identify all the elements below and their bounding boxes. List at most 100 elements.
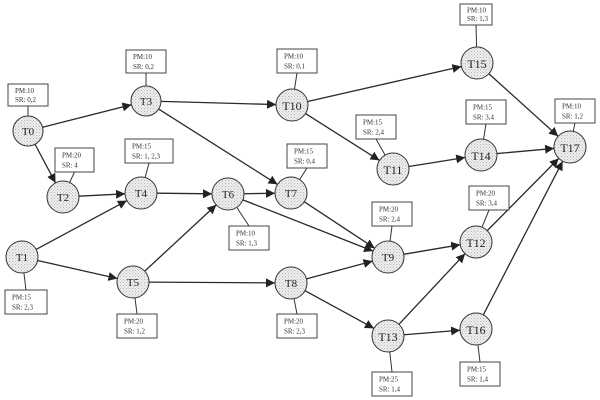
t16-annotation-frame: [459, 361, 501, 387]
edge-t0-to-t3: [42, 102, 132, 128]
t0-label: T0: [22, 126, 35, 138]
t7-annotation-frame: [286, 143, 328, 169]
t16-pm-value: PM:15: [467, 366, 487, 374]
task-node-t7[interactable]: T7: [274, 176, 308, 210]
t12-annotation-leader: [481, 209, 490, 228]
edge-t4-to-t6: [156, 189, 213, 199]
task-node-t17[interactable]: T17: [553, 130, 587, 164]
edge-t11-to-t14: [408, 154, 466, 168]
t5-annotation-frame: [116, 313, 158, 339]
t8-circle: [274, 266, 308, 300]
t10-sr-value: SR: 0,1: [284, 63, 306, 71]
t10-pm-value: PM:10: [284, 53, 304, 61]
t8-annotation-leader: [293, 298, 298, 315]
t2-annotation-leader: [69, 171, 75, 183]
task-node-t6[interactable]: T6: [211, 177, 245, 211]
t11-pm-value: PM:15: [363, 119, 383, 127]
edge-t8-to-t9: [306, 259, 373, 280]
t6-circle: [211, 177, 245, 211]
t11-circle: [376, 152, 410, 186]
t17-annotation-frame: [554, 98, 596, 124]
t6-annotation-frame: [228, 225, 270, 251]
edge-t12-to-t17: [486, 157, 560, 232]
t1-label: T1: [16, 252, 28, 264]
t11-sr-value: SR: 2,4: [363, 129, 385, 137]
t3-circle: [130, 85, 162, 117]
t5-pm-value: PM:20: [124, 318, 144, 326]
t1-circle: [5, 240, 39, 274]
edge-t6-to-t9: [242, 199, 374, 253]
task-node-t11[interactable]: T11: [376, 152, 410, 186]
task-node-t15[interactable]: T15: [460, 46, 494, 80]
t2-annotation-frame: [54, 147, 95, 173]
t9-annotation-leader: [389, 225, 393, 242]
t6-annotation-leader: [236, 207, 250, 227]
t3-sr-value: SR: 0,2: [133, 63, 155, 71]
t10-label: T10: [282, 99, 301, 113]
t1-pm-value: PM:15: [12, 294, 32, 302]
t4-annotation-frame: [124, 138, 174, 164]
task-node-t4[interactable]: T4: [124, 176, 158, 210]
task-node-t16[interactable]: T16: [459, 312, 493, 346]
t14-label: T14: [471, 149, 490, 163]
edge-t15-to-t17: [488, 73, 559, 137]
t6-pm-value: PM:10: [236, 230, 256, 238]
t12-annotation-frame: [468, 185, 510, 211]
task-node-t12[interactable]: T12: [459, 225, 493, 259]
t13-annotation-frame: [371, 371, 413, 397]
t7-pm-value: PM:15: [294, 148, 314, 156]
t8-sr-value: SR: 2,3: [284, 328, 306, 336]
t17-label: T17: [560, 141, 579, 155]
t3-annotation-frame: [125, 49, 167, 74]
task-node-t10[interactable]: T10: [275, 88, 309, 122]
edges-layer: [34, 64, 564, 336]
edge-t10-to-t11: [305, 113, 380, 161]
t4-pm-value: PM:15: [132, 143, 152, 151]
edge-t1-to-t4: [35, 200, 128, 250]
edge-t16-to-t17: [482, 160, 564, 316]
task-node-t9[interactable]: T9: [371, 240, 405, 274]
t2-sr-value: SR: 4: [62, 162, 78, 170]
task-node-t1[interactable]: T1: [5, 240, 39, 274]
t2-pm-value: PM:20: [62, 152, 82, 160]
task-node-t0[interactable]: T0: [12, 115, 44, 147]
task-node-t13[interactable]: T13: [371, 319, 405, 353]
edge-t5-to-t8: [148, 278, 276, 288]
t13-pm-value: PM:25: [379, 376, 399, 384]
t5-annotation-leader: [134, 297, 138, 315]
edge-t7-to-t9: [303, 201, 376, 249]
edge-t1-to-t5: [37, 259, 118, 281]
task-node-t3[interactable]: T3: [130, 85, 162, 117]
task-node-t5[interactable]: T5: [116, 265, 150, 299]
t14-sr-value: SR: 3,4: [473, 114, 495, 122]
t12-pm-value: PM:20: [476, 190, 496, 198]
t17-annotation-leader: [572, 122, 576, 132]
task-node-t8[interactable]: T8: [274, 266, 308, 300]
edge-t5-to-t6: [144, 204, 217, 272]
t9-annotation-frame: [371, 201, 413, 227]
t15-annotation-frame: [459, 3, 493, 26]
t9-sr-value: SR: 2,4: [379, 216, 401, 224]
t8-annotation-frame: [276, 313, 318, 339]
t4-circle: [124, 176, 158, 210]
t15-circle: [460, 46, 494, 80]
edge-t14-to-t17: [496, 144, 555, 155]
task-node-t2[interactable]: T2: [46, 180, 80, 214]
t12-circle: [459, 225, 493, 259]
task-node-t14[interactable]: T14: [464, 138, 498, 172]
t15-pm-value: PM:10: [467, 6, 487, 14]
t5-circle: [116, 265, 150, 299]
t3-label: T3: [140, 96, 153, 108]
